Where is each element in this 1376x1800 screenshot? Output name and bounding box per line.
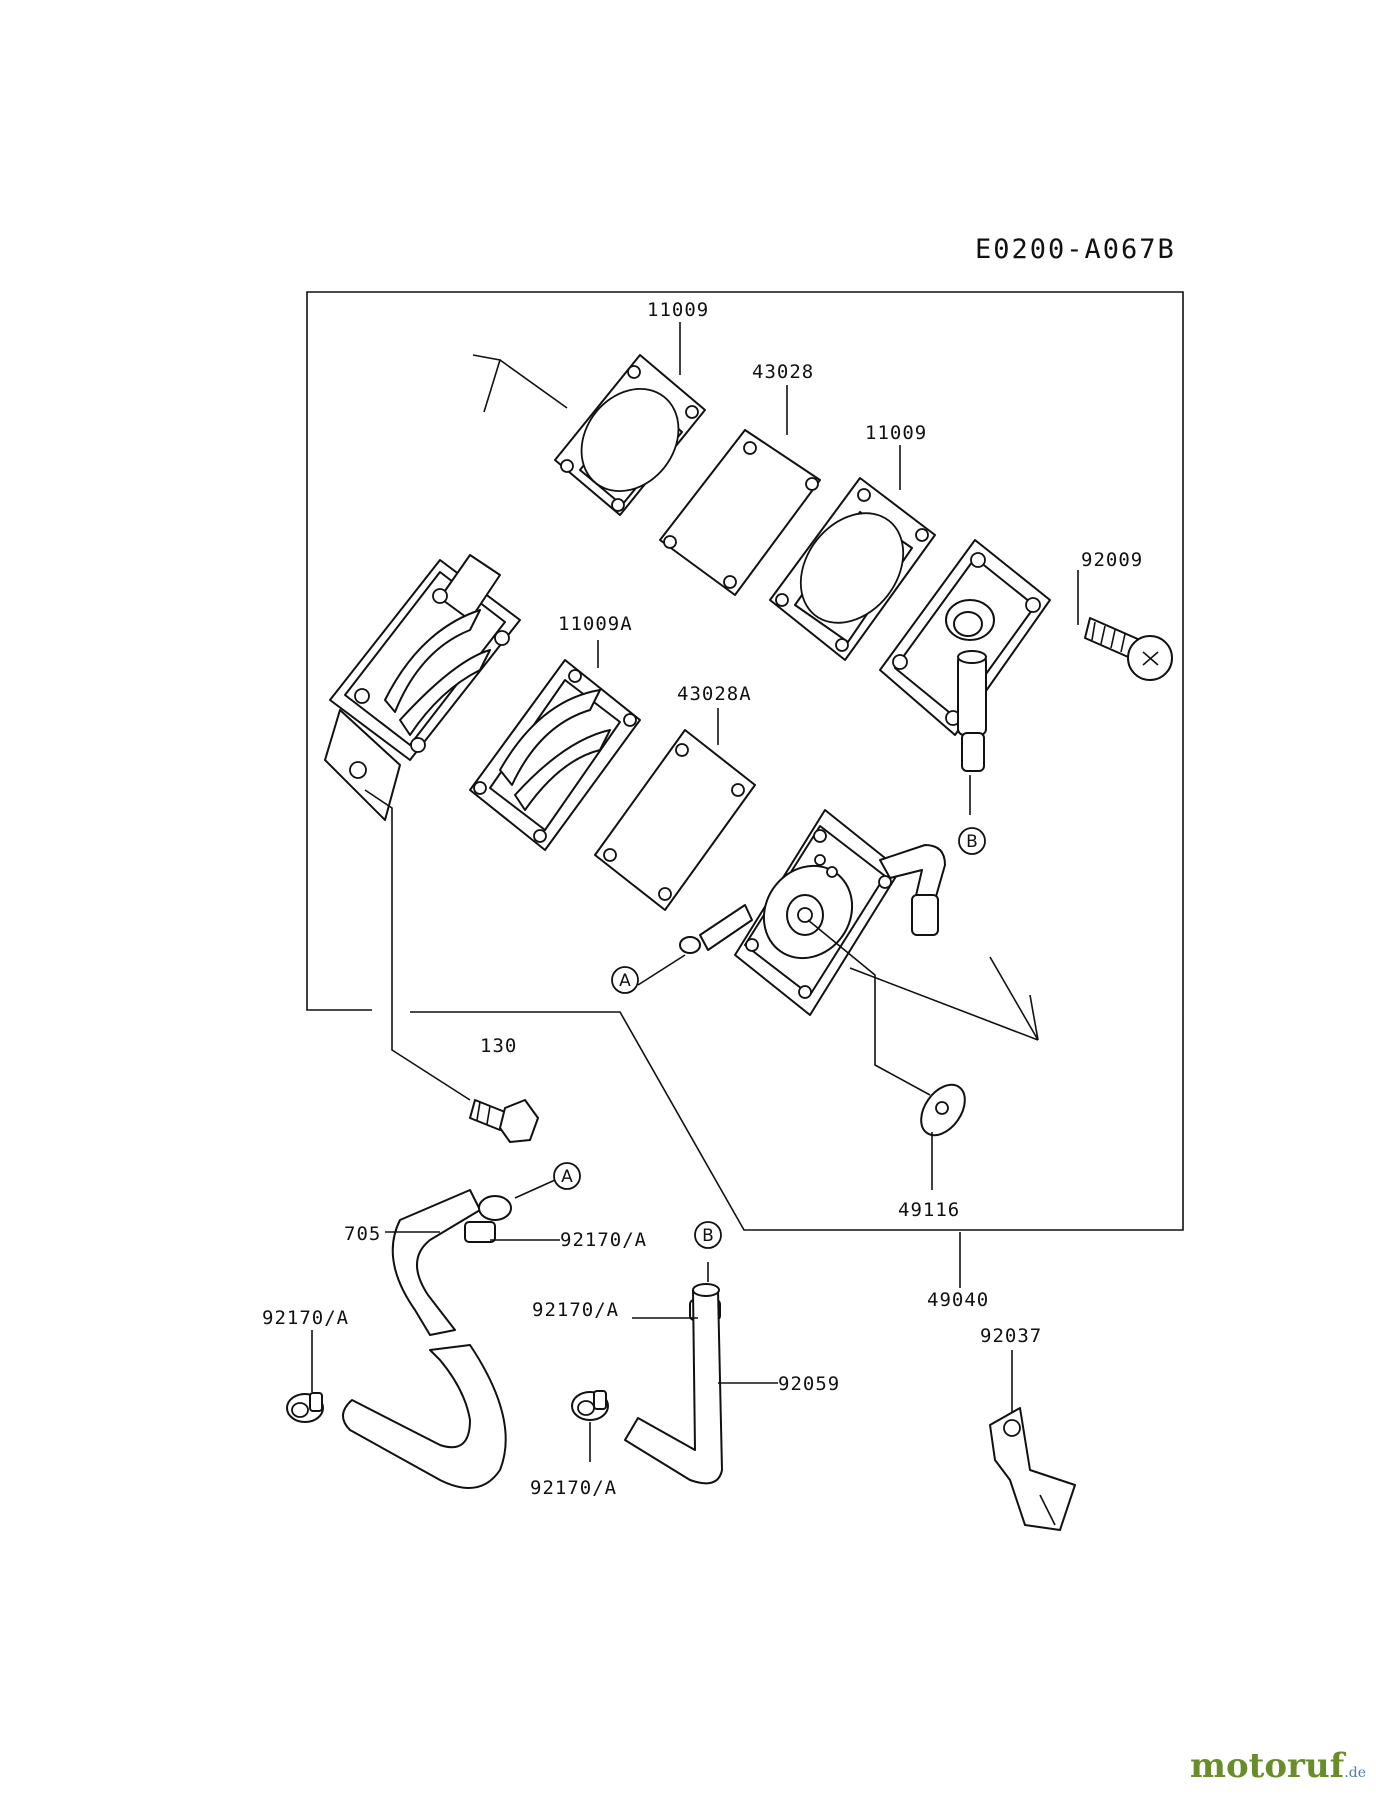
label-705: 705: [344, 1223, 381, 1245]
gasket-11009A: [469, 659, 641, 851]
leader-lines: [311, 322, 1079, 1462]
label-92009: 92009: [1081, 549, 1143, 571]
diaphragm-43028: [659, 429, 821, 596]
label-43028: 43028: [752, 361, 814, 383]
label-11009-mid: 11009: [865, 422, 927, 444]
label-11009A: 11009A: [558, 613, 633, 635]
clamp-92170-a-bottom: [571, 1390, 609, 1421]
label-92170-a-tube: 92170/A: [532, 1299, 619, 1321]
direction-arrow-top-head: [472, 354, 502, 413]
diaphragm-43028A: [594, 729, 756, 911]
svg-text:B: B: [702, 1226, 714, 1246]
washer-49116: [920, 1083, 966, 1137]
label-11009-top: 11009: [647, 299, 709, 321]
assembly-frame: [306, 291, 1184, 1231]
ref-circle-a-hose: A: [553, 1162, 581, 1190]
tube-92059: [624, 1283, 723, 1485]
direction-arrow-bottom: [849, 967, 1039, 1041]
label-92037: 92037: [980, 1325, 1042, 1347]
ref-circle-b-pump: B: [958, 827, 986, 855]
label-92170-a-hose: 92170/A: [560, 1229, 647, 1251]
svg-text:B: B: [966, 832, 978, 852]
gasket-11009-mid: [769, 477, 936, 661]
direction-arrow-bottom-head: [989, 956, 1039, 1041]
label-43028A: 43028A: [677, 683, 752, 705]
label-92170-a-left: 92170/A: [262, 1307, 349, 1329]
label-130: 130: [480, 1035, 517, 1057]
ref-circle-a-pump: A: [611, 966, 639, 994]
clamp-92170-a-left: [286, 1392, 324, 1423]
pump-body-rear: [324, 554, 521, 821]
screw-92009: [1084, 617, 1173, 681]
svg-text:A: A: [619, 971, 631, 991]
label-92170-a-bottom: 92170/A: [530, 1477, 617, 1499]
svg-text:A: A: [561, 1167, 573, 1187]
pump-body-front: [679, 809, 946, 1016]
diagram-code: E0200-A067B: [975, 234, 1176, 265]
label-49040: 49040: [927, 1289, 989, 1311]
direction-arrow-top: [499, 359, 568, 409]
label-92059: 92059: [778, 1373, 840, 1395]
bolt-130: [469, 1099, 539, 1143]
label-49116: 49116: [898, 1199, 960, 1221]
pump-cover: [879, 539, 1051, 772]
clamp-92170-a-on-hose: [464, 1221, 496, 1243]
ref-circle-b-hose: B: [694, 1221, 722, 1249]
gasket-11009-top: [554, 354, 706, 516]
bracket-92037: [989, 1407, 1076, 1531]
hose-705: [342, 1189, 512, 1489]
watermark-logo: motoruf.de: [1190, 1746, 1366, 1786]
